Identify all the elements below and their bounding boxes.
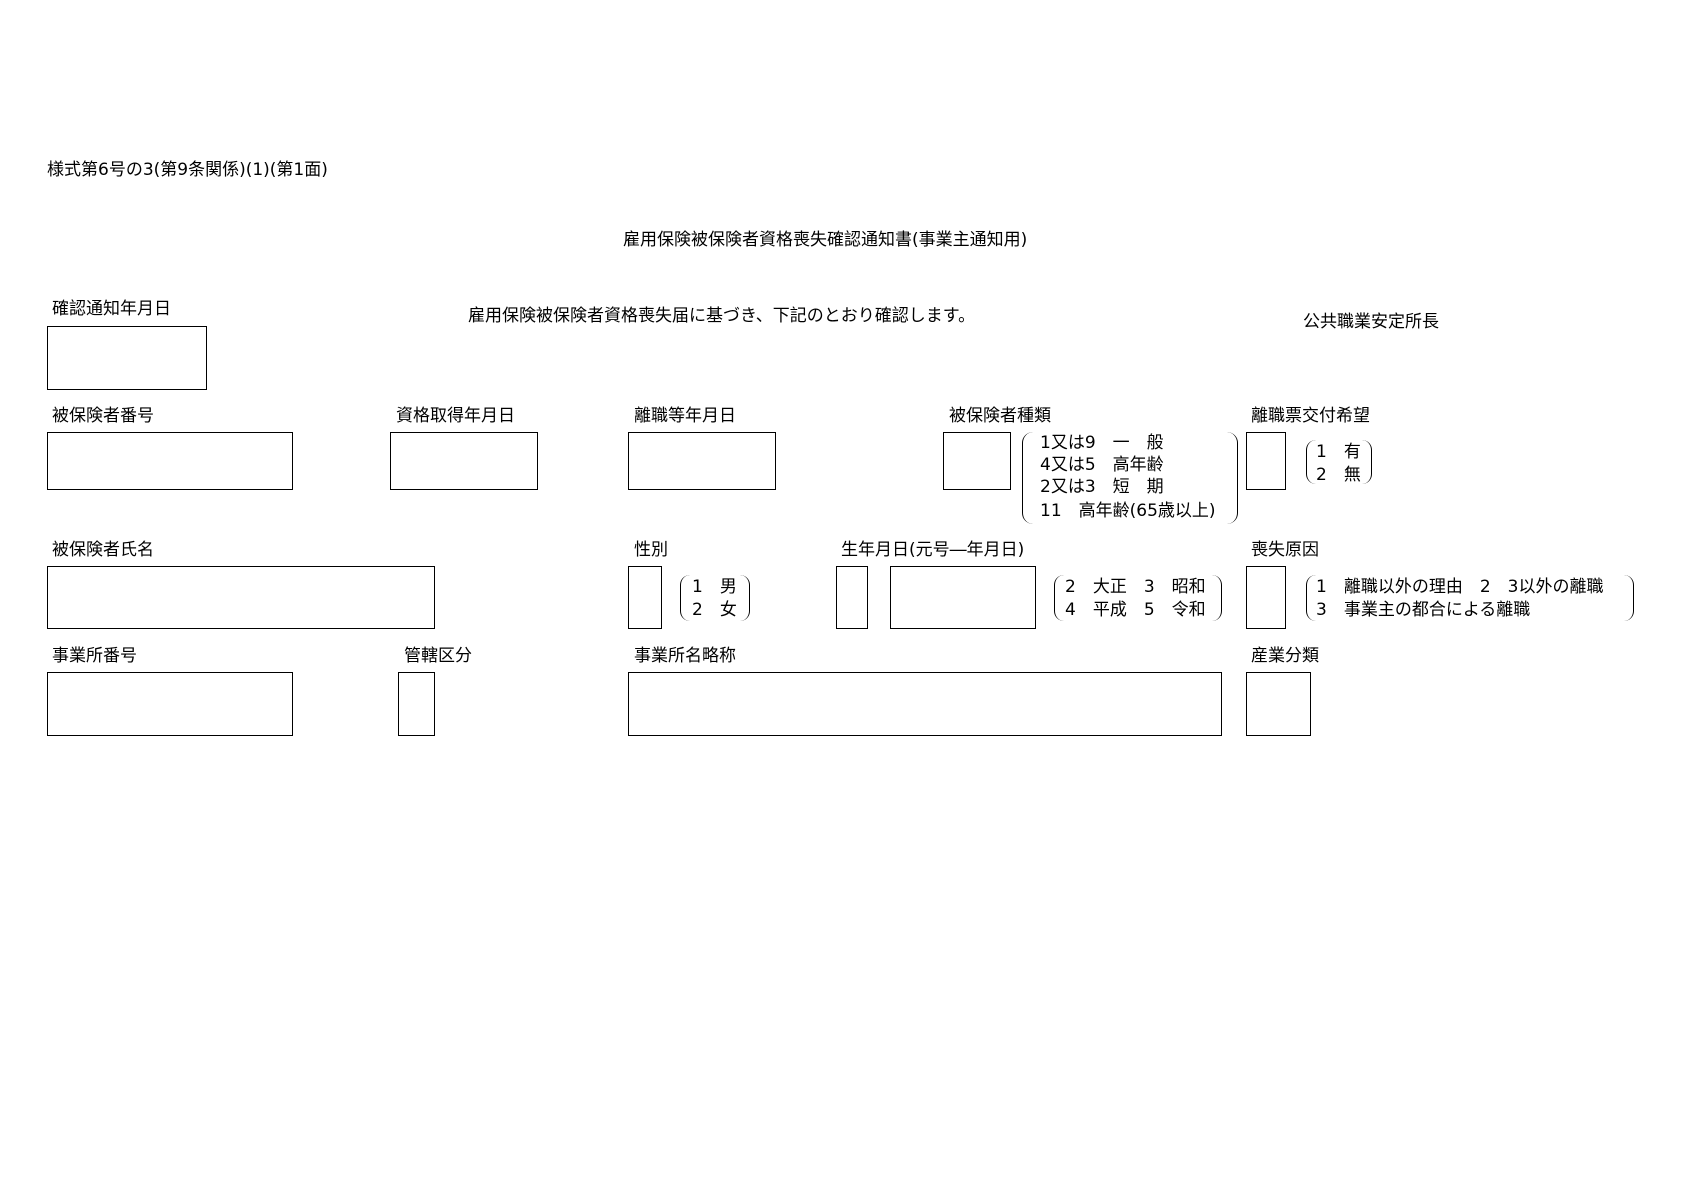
separation-slip-label: 離職票交付希望: [1251, 406, 1370, 426]
insured-type-option: 2又は3 短 期: [1040, 477, 1164, 497]
sex-paren-right: [740, 575, 750, 621]
office-number-box[interactable]: [47, 672, 293, 736]
era-option: 2 大正 3 昭和: [1065, 577, 1206, 597]
separation-slip-option: 2 無: [1316, 465, 1361, 485]
sex-box[interactable]: [628, 566, 662, 629]
separation-slip-box[interactable]: [1246, 432, 1286, 490]
insured-type-box[interactable]: [943, 432, 1011, 490]
acquisition-date-box[interactable]: [390, 432, 538, 490]
office-head-label: 公共職業安定所長: [1303, 312, 1439, 332]
separation-slip-paren-left: [1306, 440, 1316, 484]
office-name-abbr-box[interactable]: [628, 672, 1222, 736]
sex-option: 1 男: [692, 577, 737, 597]
separation-slip-paren-right: [1362, 440, 1372, 484]
loss-reason-option: 3 事業主の都合による離職: [1316, 600, 1531, 620]
insured-number-label: 被保険者番号: [52, 406, 154, 426]
industry-box[interactable]: [1246, 672, 1311, 736]
birth-date-label: 生年月日(元号―年月日): [841, 540, 1025, 560]
loss-reason-option: 1 離職以外の理由 2 3以外の離職: [1316, 577, 1604, 597]
confirm-date-box[interactable]: [47, 326, 207, 390]
insured-name-box[interactable]: [47, 566, 435, 629]
confirmation-statement: 雇用保険被保険者資格喪失届に基づき、下記のとおり確認します。: [468, 306, 976, 326]
era-paren-left: [1054, 575, 1064, 621]
jurisdiction-label: 管轄区分: [404, 646, 472, 666]
loss-reason-paren-left: [1306, 575, 1316, 621]
loss-reason-box[interactable]: [1246, 566, 1286, 629]
insured-type-label: 被保険者種類: [949, 406, 1051, 426]
separation-date-label: 離職等年月日: [634, 406, 736, 426]
insured-type-option: 4又は5 高年齢: [1040, 455, 1164, 475]
insured-type-option: 1又は9 一 般: [1040, 433, 1164, 453]
birth-era-box[interactable]: [836, 566, 868, 629]
sex-paren-left: [680, 575, 690, 621]
insured-number-box[interactable]: [47, 432, 293, 490]
loss-reason-paren-right: [1624, 575, 1634, 621]
acquisition-date-label: 資格取得年月日: [396, 406, 515, 426]
insured-type-paren-right: [1226, 432, 1238, 524]
sex-option: 2 女: [692, 600, 737, 620]
era-option: 4 平成 5 令和: [1065, 600, 1206, 620]
form-code: 様式第6号の3(第9条関係)(1)(第1面): [47, 160, 328, 180]
loss-reason-label: 喪失原因: [1251, 540, 1319, 560]
sex-label: 性別: [634, 540, 668, 560]
insured-type-option: 11 高年齢(65歳以上): [1040, 501, 1216, 521]
industry-label: 産業分類: [1251, 646, 1319, 666]
era-paren-right: [1212, 575, 1222, 621]
office-number-label: 事業所番号: [52, 646, 137, 666]
office-name-abbr-label: 事業所名略称: [634, 646, 736, 666]
insured-type-paren-left: [1022, 432, 1034, 524]
jurisdiction-box[interactable]: [398, 672, 435, 736]
insured-name-label: 被保険者氏名: [52, 540, 154, 560]
separation-slip-option: 1 有: [1316, 442, 1361, 462]
birth-date-box[interactable]: [890, 566, 1036, 629]
separation-date-box[interactable]: [628, 432, 776, 490]
confirm-date-label: 確認通知年月日: [52, 299, 171, 319]
page-title: 雇用保険被保険者資格喪失確認通知書(事業主通知用): [623, 230, 1028, 250]
